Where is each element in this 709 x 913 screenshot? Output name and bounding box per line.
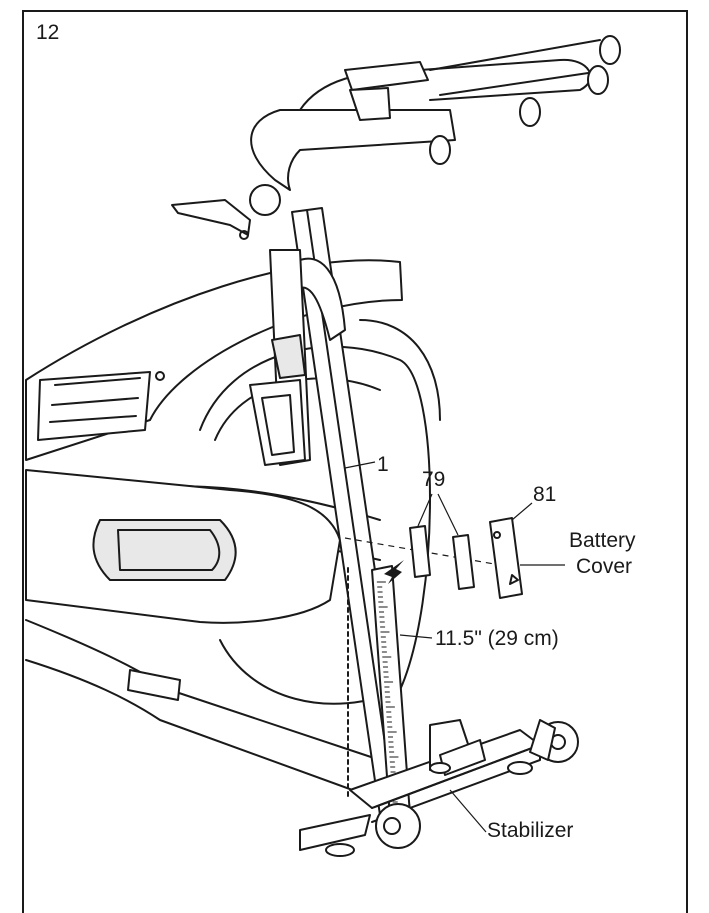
adjust-lever	[172, 185, 280, 239]
handlebar	[251, 36, 620, 190]
measurement-label: 11.5" (29 cm)	[435, 628, 559, 649]
part-81-label: 81	[533, 484, 556, 505]
battery-cover-label-line2: Cover	[576, 556, 632, 577]
part-79-pads	[410, 526, 474, 589]
battery-cover-label-line1: Battery	[569, 530, 636, 551]
part-79-label: 79	[422, 469, 445, 490]
rear-base	[26, 620, 380, 800]
step-number: 12	[36, 22, 59, 43]
stabilizer-label: Stabilizer	[487, 820, 573, 841]
accessory-tray	[38, 372, 164, 440]
part-1-label: 1	[377, 454, 389, 475]
battery-cover-part	[490, 518, 522, 598]
